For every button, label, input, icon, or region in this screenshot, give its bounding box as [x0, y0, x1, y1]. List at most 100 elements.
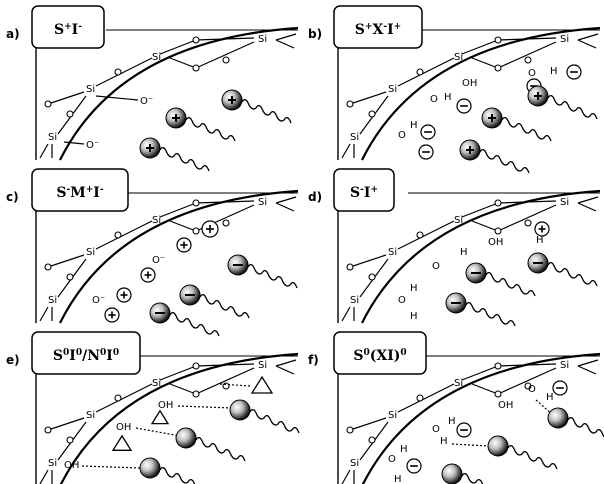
bond-line — [397, 383, 455, 413]
oxygen-atom — [494, 227, 502, 235]
oxygen-atom — [524, 382, 532, 390]
silica-wall-curve — [59, 26, 299, 161]
hydroxyl-label: OH — [64, 460, 79, 471]
silanolate-label: O⁻ — [86, 140, 99, 151]
bond-line — [497, 204, 557, 232]
bond-line — [461, 39, 499, 55]
oxygen-atom — [192, 362, 200, 370]
bond-line — [461, 202, 499, 218]
oxygen-atom — [524, 56, 532, 64]
hydrogen-label: H — [400, 444, 408, 455]
bond-line — [195, 41, 255, 69]
bond-line — [275, 196, 297, 204]
oxygen-label: O — [432, 424, 440, 435]
bond-line — [39, 306, 49, 322]
oxygen-atom — [44, 100, 52, 108]
bond-line — [169, 57, 197, 69]
bond-line — [39, 143, 49, 159]
hydrogen-label: H — [448, 416, 456, 427]
bond-line — [577, 202, 597, 212]
bond-line — [577, 365, 597, 375]
oxygen-atom — [494, 390, 502, 398]
anion-minus-icon — [406, 458, 422, 474]
hydrogen-label: H — [546, 392, 554, 403]
mechanism-label: S-I+ — [350, 185, 378, 201]
oxygen-atom — [494, 64, 502, 72]
surfactant-molecule — [139, 137, 210, 172]
surfactant-molecule — [481, 107, 552, 142]
surfactant-molecule — [227, 254, 298, 289]
bond-line — [497, 367, 557, 395]
cation-plus-icon — [104, 307, 120, 323]
si-atom-label: Si — [454, 378, 463, 389]
bond-line — [461, 365, 499, 381]
bond-line — [471, 57, 499, 69]
mechanism-label: S-M+I- — [56, 185, 103, 201]
surfactant-molecule — [459, 139, 530, 174]
cation-plus-icon — [201, 220, 219, 238]
anion-minus-icon — [456, 422, 472, 438]
hydrocarbon-tail — [479, 148, 530, 174]
si-atom-label: Si — [48, 132, 57, 143]
bond-line — [577, 196, 599, 204]
mechanism-label-box — [333, 331, 427, 375]
si-atom-label: Si — [560, 197, 569, 208]
bond-line — [95, 95, 139, 101]
bond-line — [219, 383, 251, 387]
bond-line — [577, 39, 597, 49]
oxygen-atom — [494, 199, 502, 207]
oxygen-atom — [66, 273, 74, 281]
surfactant-molecule — [547, 407, 604, 438]
surfactant-molecule — [139, 457, 196, 484]
oxygen-atom — [192, 64, 200, 72]
si-atom-label: Si — [86, 84, 95, 95]
surfactant-molecule — [465, 262, 536, 297]
hydrogen-label: H — [410, 120, 418, 131]
oxygen-label: O — [398, 130, 406, 141]
oxygen-atom — [222, 56, 230, 64]
silanolate-label: O⁻ — [152, 255, 165, 266]
oxygen-label: O — [528, 68, 536, 79]
oxygen-atom — [494, 362, 502, 370]
mechanism-label-box — [31, 168, 129, 212]
bond-line — [349, 417, 387, 431]
bond-line — [39, 469, 49, 484]
oxygen-label: O — [388, 454, 396, 465]
hydrocarbon-tail — [501, 116, 552, 142]
oxygen-atom — [368, 273, 376, 281]
hydrogen-label: H — [394, 474, 402, 484]
cation-plus-icon — [176, 237, 192, 253]
si-atom-label: Si — [388, 410, 397, 421]
bond-line — [95, 383, 153, 413]
hydroxyl-label: OH — [116, 422, 131, 433]
hydrocarbon-tail — [465, 301, 516, 327]
cation-plus-icon — [140, 267, 156, 283]
bond-line — [577, 33, 599, 41]
si-atom-label: Si — [560, 34, 569, 45]
headgroup-ball — [229, 399, 251, 421]
mechanism-label-box — [333, 168, 395, 212]
bond-line — [397, 57, 455, 87]
bond-line — [497, 200, 557, 204]
hydroxyl-label: OH — [488, 237, 503, 248]
oxygen-atom — [66, 436, 74, 444]
surfactant-molecule — [165, 107, 236, 142]
panel-letter: b) — [308, 27, 322, 41]
headgroup-ball — [175, 427, 197, 449]
bond-line — [341, 143, 351, 159]
bond-line — [577, 359, 599, 367]
hydrogen-label: H — [536, 235, 544, 246]
mechanism-label: S0(XI)0 — [353, 348, 406, 364]
bond-line — [177, 405, 233, 409]
oxygen-atom — [114, 394, 122, 402]
si-atom-label: Si — [86, 410, 95, 421]
bond-line — [275, 359, 297, 367]
bond-line — [195, 363, 255, 367]
bond-line — [341, 306, 351, 322]
panel-letter: f) — [308, 353, 319, 367]
cation-plus-icon — [534, 221, 550, 237]
hydrogen-label: H — [444, 92, 452, 103]
hydrocarbon-tail — [169, 311, 220, 337]
